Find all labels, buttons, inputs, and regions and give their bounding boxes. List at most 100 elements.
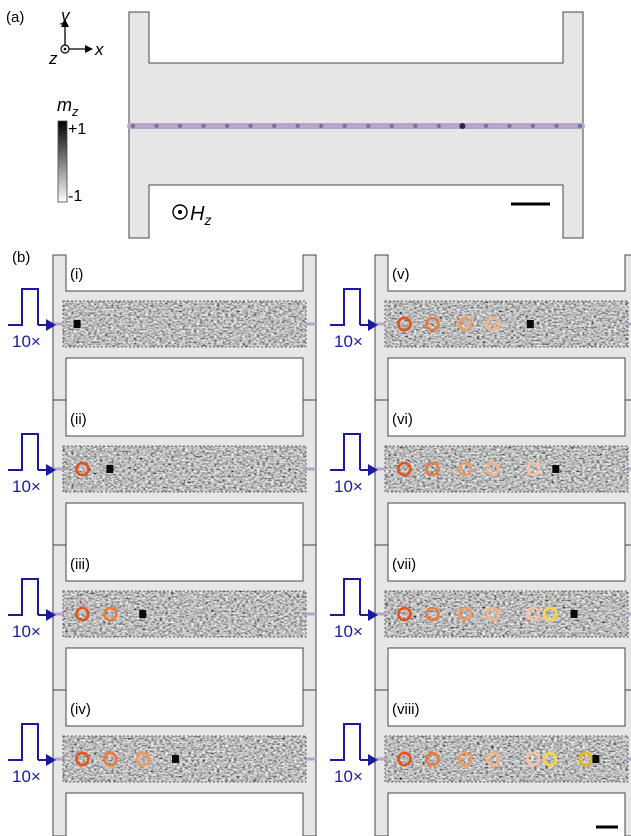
skyrmion-spot	[106, 465, 114, 473]
past-position-ring	[525, 461, 541, 477]
skyrmion-spot	[139, 610, 147, 618]
subpanel-label: (v)	[392, 266, 410, 283]
wire-dot	[201, 123, 206, 129]
pulse-icon	[330, 723, 361, 761]
wire-dot	[530, 123, 536, 129]
past-position-ring	[457, 606, 473, 622]
past-position-ring	[485, 751, 501, 767]
subpanel-label: (vii)	[392, 556, 416, 573]
wire-dot	[130, 123, 136, 129]
wire-dot	[319, 123, 324, 129]
pulse-count-label: 10×	[12, 622, 41, 641]
skyrmion-spot	[592, 755, 600, 763]
wire-dot	[177, 123, 183, 129]
device-schematic: Hz	[127, 11, 585, 239]
pulse-icon	[8, 433, 39, 471]
past-position-ring	[397, 606, 412, 622]
xray-image	[63, 446, 306, 492]
pulse-arrow-icon	[46, 319, 56, 331]
wire-dot	[224, 123, 230, 129]
subpanel-label: (iv)	[70, 701, 91, 718]
skyrmion-spot	[552, 465, 560, 473]
pulse-arrow-icon	[46, 609, 56, 621]
wire-dot	[389, 123, 394, 129]
xray-image	[63, 301, 306, 347]
subpanel: (i) 10×	[8, 254, 317, 402]
past-position-ring	[397, 461, 412, 477]
skyrmion-positions	[130, 123, 583, 129]
pulse-arrow-icon	[368, 319, 378, 331]
xray-image	[63, 736, 306, 782]
axis-triad: y x z	[48, 6, 104, 68]
z-axis-label: z	[48, 49, 58, 68]
past-position-ring	[542, 606, 558, 622]
pulse-count-label: 10×	[334, 332, 363, 351]
subpanel-label: (i)	[70, 266, 83, 283]
subpanel: (vi) 10×	[330, 399, 631, 547]
pulse-arrow-icon	[368, 754, 378, 766]
field-indicator: Hz	[172, 203, 211, 228]
xray-image	[385, 591, 628, 637]
pulse-count-label: 10×	[12, 477, 41, 496]
past-position-ring	[75, 461, 90, 477]
subpanel-label: (iii)	[70, 556, 90, 573]
pulse-count-label: 10×	[334, 622, 363, 641]
panel-a-label: (a)	[6, 9, 24, 26]
panel-a: (a) y x z mz +1 -1	[6, 6, 585, 239]
pulse-icon	[8, 288, 39, 326]
field-label-sub: z	[203, 212, 211, 228]
pulse-count-label: 10×	[12, 767, 41, 786]
wire-dot	[413, 123, 418, 129]
y-arrowhead	[61, 19, 69, 27]
xray-image	[385, 301, 628, 347]
past-position-ring	[103, 606, 118, 622]
subpanel: (vii) 10×	[330, 544, 631, 692]
past-position-ring	[525, 606, 541, 622]
pulse-arrow-icon	[46, 464, 56, 476]
past-position-ring	[485, 606, 501, 622]
field-label-main: H	[190, 203, 205, 225]
wire-dot	[366, 123, 371, 129]
wire-dot	[554, 123, 559, 129]
past-position-ring	[578, 751, 593, 767]
subpanel: (ii) 10×	[8, 399, 317, 547]
past-position-ring	[397, 316, 412, 332]
past-position-ring	[485, 316, 501, 332]
subpanel-label: (ii)	[70, 411, 87, 428]
subpanel: (iii) 10×	[8, 544, 317, 692]
colorbar-gradient	[57, 120, 68, 203]
subpanel: (iv) 10×	[8, 689, 317, 836]
skyrmion-spot	[172, 755, 179, 763]
past-position-ring	[103, 751, 118, 767]
subpanel: (v) 10×	[330, 254, 631, 402]
colorbar: mz +1 -1	[57, 95, 86, 205]
active-skyrmion-dot	[459, 123, 466, 129]
past-position-ring	[425, 751, 440, 767]
wire-dot	[577, 123, 583, 129]
subpanel-label: (vi)	[392, 411, 413, 428]
past-position-ring	[135, 751, 151, 767]
pulse-arrow-icon	[368, 609, 378, 621]
y-axis-label: y	[60, 6, 71, 25]
skyrmion-spot	[73, 320, 81, 328]
past-position-ring	[542, 751, 558, 767]
pulse-count-label: 10×	[12, 332, 41, 351]
past-position-ring	[75, 751, 90, 767]
pulse-count-label: 10×	[334, 477, 363, 496]
wire-dot	[154, 123, 159, 129]
wire-dot	[483, 123, 489, 129]
past-position-ring	[425, 316, 440, 332]
colorbar-title: mz	[57, 95, 79, 119]
xray-image	[63, 591, 306, 637]
pulse-icon	[330, 433, 361, 471]
x-arrowhead	[85, 45, 93, 53]
wire-dot	[436, 123, 441, 129]
wire-dot	[295, 123, 300, 129]
past-position-ring	[425, 461, 440, 477]
pulse-icon	[8, 723, 39, 761]
pulse-arrow-icon	[46, 754, 56, 766]
past-position-ring	[525, 751, 541, 767]
past-position-ring	[457, 751, 473, 767]
x-axis-label: x	[94, 40, 104, 59]
pulse-icon	[330, 288, 361, 326]
